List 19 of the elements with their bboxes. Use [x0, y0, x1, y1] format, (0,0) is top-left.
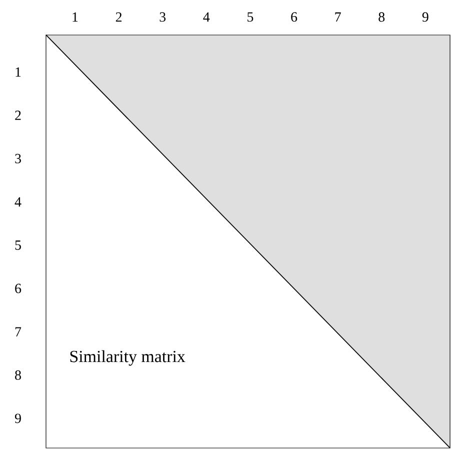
row-number: 8 [15, 370, 21, 380]
column-number: 4 [203, 12, 210, 22]
column-number: 1 [72, 12, 78, 22]
row-number: 4 [14, 197, 22, 206]
column-number: 2 [116, 12, 122, 22]
row-number: 5 [15, 240, 21, 250]
row-number: 1 [16, 67, 21, 77]
column-number: 5 [248, 12, 254, 22]
matrix-title: Similarity matrix [70, 350, 186, 366]
row-number: 2 [15, 110, 21, 120]
column-number: 9 [422, 12, 428, 22]
column-number: 8 [378, 12, 385, 22]
column-number: 7 [335, 12, 341, 22]
row-number: 7 [15, 327, 22, 336]
row-number: 9 [14, 414, 21, 424]
column-number: 3 [160, 12, 166, 22]
column-number: 6 [291, 12, 298, 22]
row-number: 6 [15, 284, 22, 294]
row-number: 3 [15, 154, 21, 164]
